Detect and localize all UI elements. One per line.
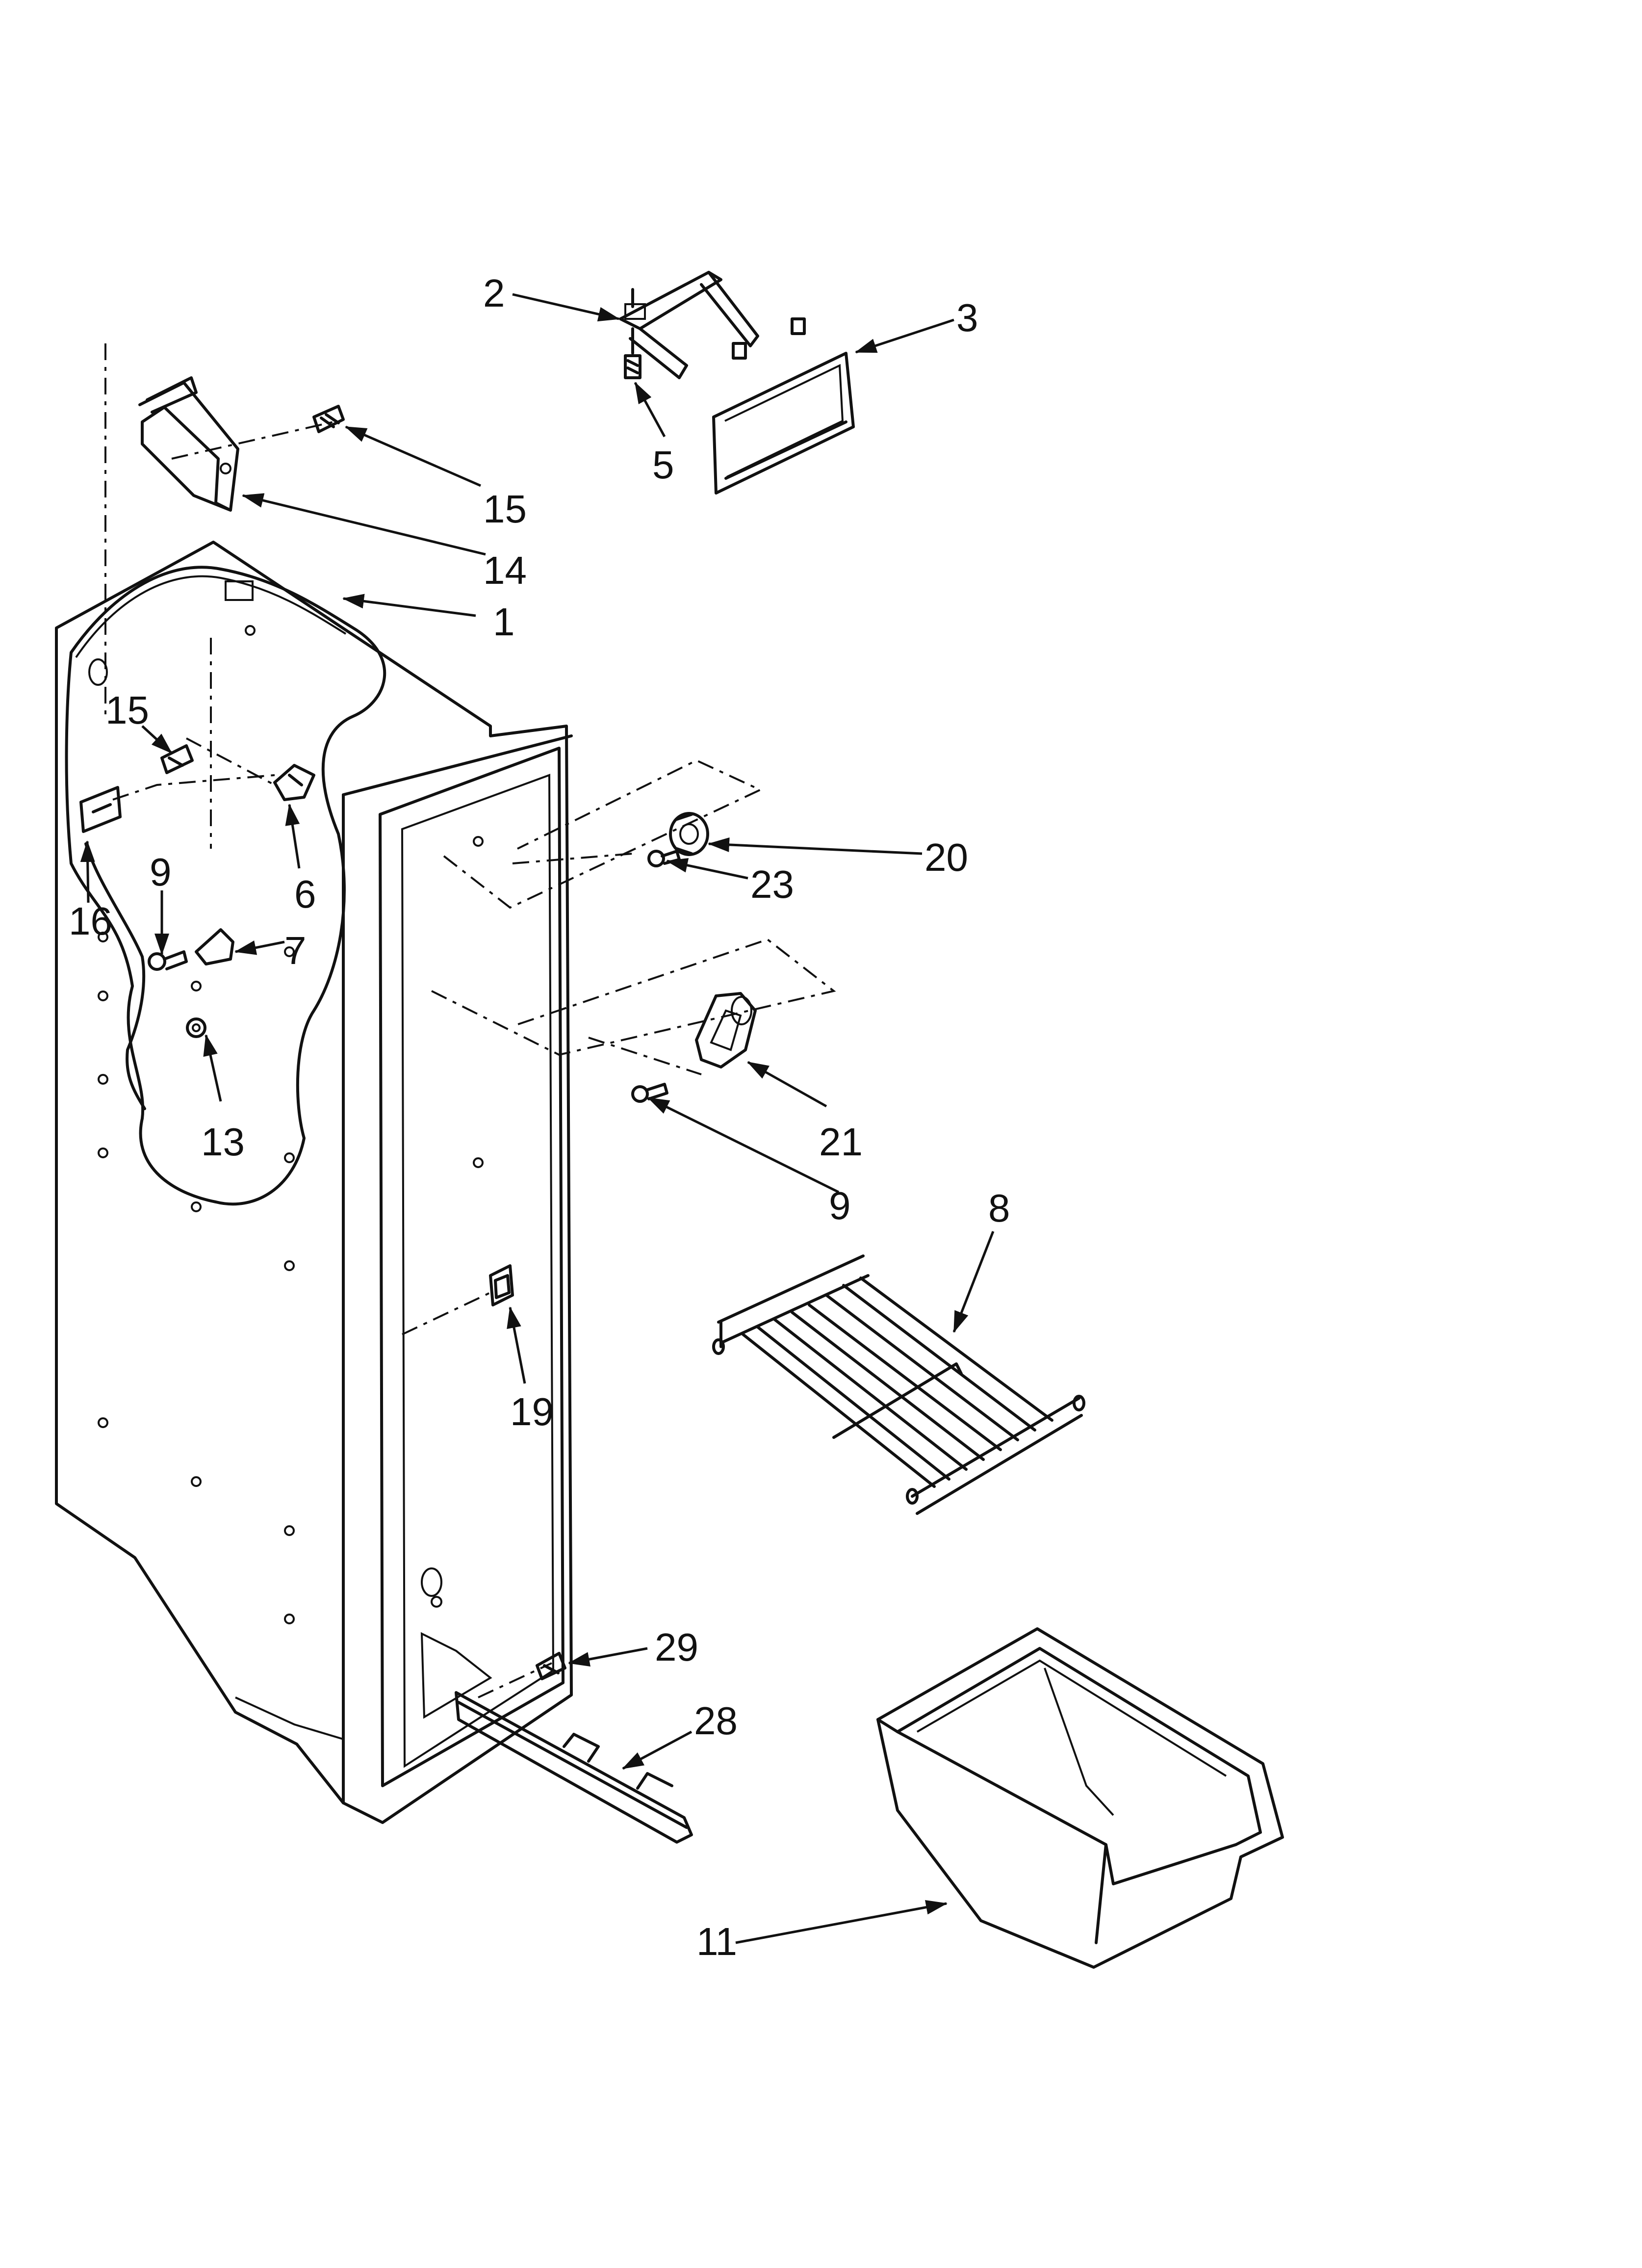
upper-screw	[312, 405, 345, 433]
callout-21: 21	[819, 1120, 863, 1164]
upper-bracket	[138, 376, 239, 512]
clip-6	[273, 764, 315, 801]
callout-15-lower: 15	[105, 688, 149, 732]
callout-8: 8	[988, 1186, 1010, 1230]
callout-6: 6	[294, 872, 316, 916]
callout-14: 14	[483, 548, 527, 592]
callout-7: 7	[284, 929, 307, 972]
callout-13: 13	[201, 1120, 245, 1164]
freezer-liner	[55, 541, 573, 1824]
hinge-screw	[624, 327, 641, 379]
screw-29	[536, 1652, 566, 1680]
callout-1: 1	[493, 600, 515, 644]
callout-9-left: 9	[150, 850, 172, 894]
callout-16: 16	[69, 899, 112, 943]
wire-shelf	[712, 1254, 1085, 1515]
ice-bin	[876, 1627, 1284, 1969]
callout-5: 5	[652, 443, 674, 487]
callout-15-top: 15	[483, 487, 527, 531]
ice-door-panel	[712, 317, 855, 495]
callout-labels: 2 3 5 15 14 1 15 16 6 9 7 13 20 23 21 9 …	[69, 271, 1010, 1963]
leader-lines	[80, 293, 995, 1944]
callout-11: 11	[696, 1920, 737, 1963]
lower-screw	[160, 744, 194, 774]
assembly-lines	[104, 343, 836, 1698]
top-hinge-bracket	[619, 271, 759, 379]
callout-2: 2	[483, 271, 505, 315]
screw-9-left	[148, 950, 188, 971]
shelf-stud-20	[669, 812, 709, 856]
liner-holes	[88, 625, 484, 1624]
wire-harness	[84, 842, 146, 1110]
fastener-13	[186, 1017, 206, 1038]
slide-rail-28	[455, 1691, 693, 1844]
callout-20: 20	[924, 835, 968, 879]
callout-23: 23	[750, 862, 794, 906]
callout-28: 28	[694, 1699, 738, 1743]
callout-3: 3	[956, 296, 978, 339]
wire-clip-16	[79, 786, 122, 833]
callout-29: 29	[655, 1625, 698, 1669]
callout-9-right: 9	[829, 1184, 851, 1227]
callout-19: 19	[510, 1390, 554, 1434]
shelf-bracket-21	[695, 992, 757, 1069]
switch-19	[489, 1264, 514, 1306]
screw-9-right	[631, 1083, 668, 1103]
bracket-7	[195, 928, 234, 965]
